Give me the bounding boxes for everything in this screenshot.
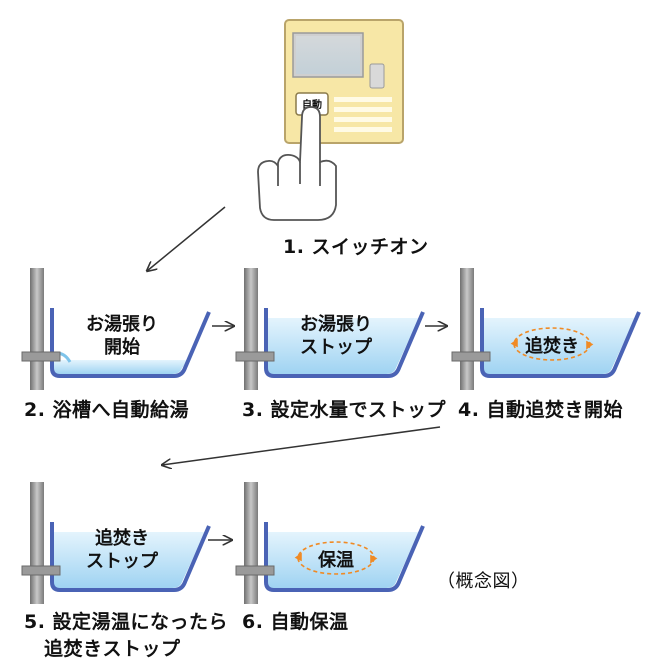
pipe-connector xyxy=(235,565,275,576)
water xyxy=(266,532,419,588)
pipe-connector xyxy=(235,351,275,362)
tub-outline xyxy=(264,522,425,592)
bathtub-step-5: 追焚きストップ xyxy=(21,482,211,604)
caption-step-1: 1. スイッチオン xyxy=(283,236,429,258)
caption-step-2: 2. 浴槽へ自動給湯 xyxy=(24,399,190,421)
tub-text-step-5-line-2: ストップ xyxy=(86,550,159,572)
arrow-4-to-5 xyxy=(162,426,441,465)
tub-outline xyxy=(50,522,211,592)
bathtubs: お湯張り開始お湯張りストップ追焚き追焚きストップ保温 xyxy=(21,268,641,604)
pipe xyxy=(460,268,474,390)
tub-text-step-4-line-1: 追焚き xyxy=(525,335,579,357)
note-conceptual-diagram: （概念図） xyxy=(437,571,530,592)
pipe xyxy=(244,482,258,604)
water xyxy=(482,318,635,374)
caption-step-6: 6. 自動保温 xyxy=(242,611,349,633)
tub-outline xyxy=(264,308,425,378)
tub-text-step-6-line-1: 保温 xyxy=(317,549,354,571)
tub-text-step-5-line-1: 追焚き xyxy=(95,527,149,549)
pipe-connector xyxy=(451,351,491,362)
pipe xyxy=(244,268,258,390)
tub-text-step-3-line-2: ストップ xyxy=(300,336,373,358)
tub-text-step-2-line-1: お湯張り xyxy=(86,314,158,335)
tub-text-step-3-line-1: お湯張り xyxy=(300,314,372,335)
pointing-hand-icon xyxy=(257,106,337,221)
caption-step-3: 3. 設定水量でストップ xyxy=(242,399,447,421)
bathtub-step-6: 保温 xyxy=(235,482,425,604)
tub-outline xyxy=(50,308,211,378)
pipe-connector xyxy=(21,351,61,362)
panel-knob xyxy=(369,63,385,89)
arrow-1-to-2 xyxy=(147,206,226,271)
bathtub-step-4: 追焚き xyxy=(451,268,641,390)
pipe xyxy=(30,482,44,604)
water xyxy=(52,360,189,374)
caption-step-4: 4. 自動追焚き開始 xyxy=(458,399,624,421)
water xyxy=(266,318,419,374)
caption-step-5-line-1: 5. 設定湯温になったら xyxy=(24,611,229,633)
tub-text-step-2-line-2: 開始 xyxy=(104,336,140,358)
water xyxy=(52,532,205,588)
pipe-connector xyxy=(21,565,61,576)
caption-step-5-line-2: 追焚きストップ xyxy=(44,638,181,660)
pipe xyxy=(30,268,44,390)
tub-outline xyxy=(480,308,641,378)
